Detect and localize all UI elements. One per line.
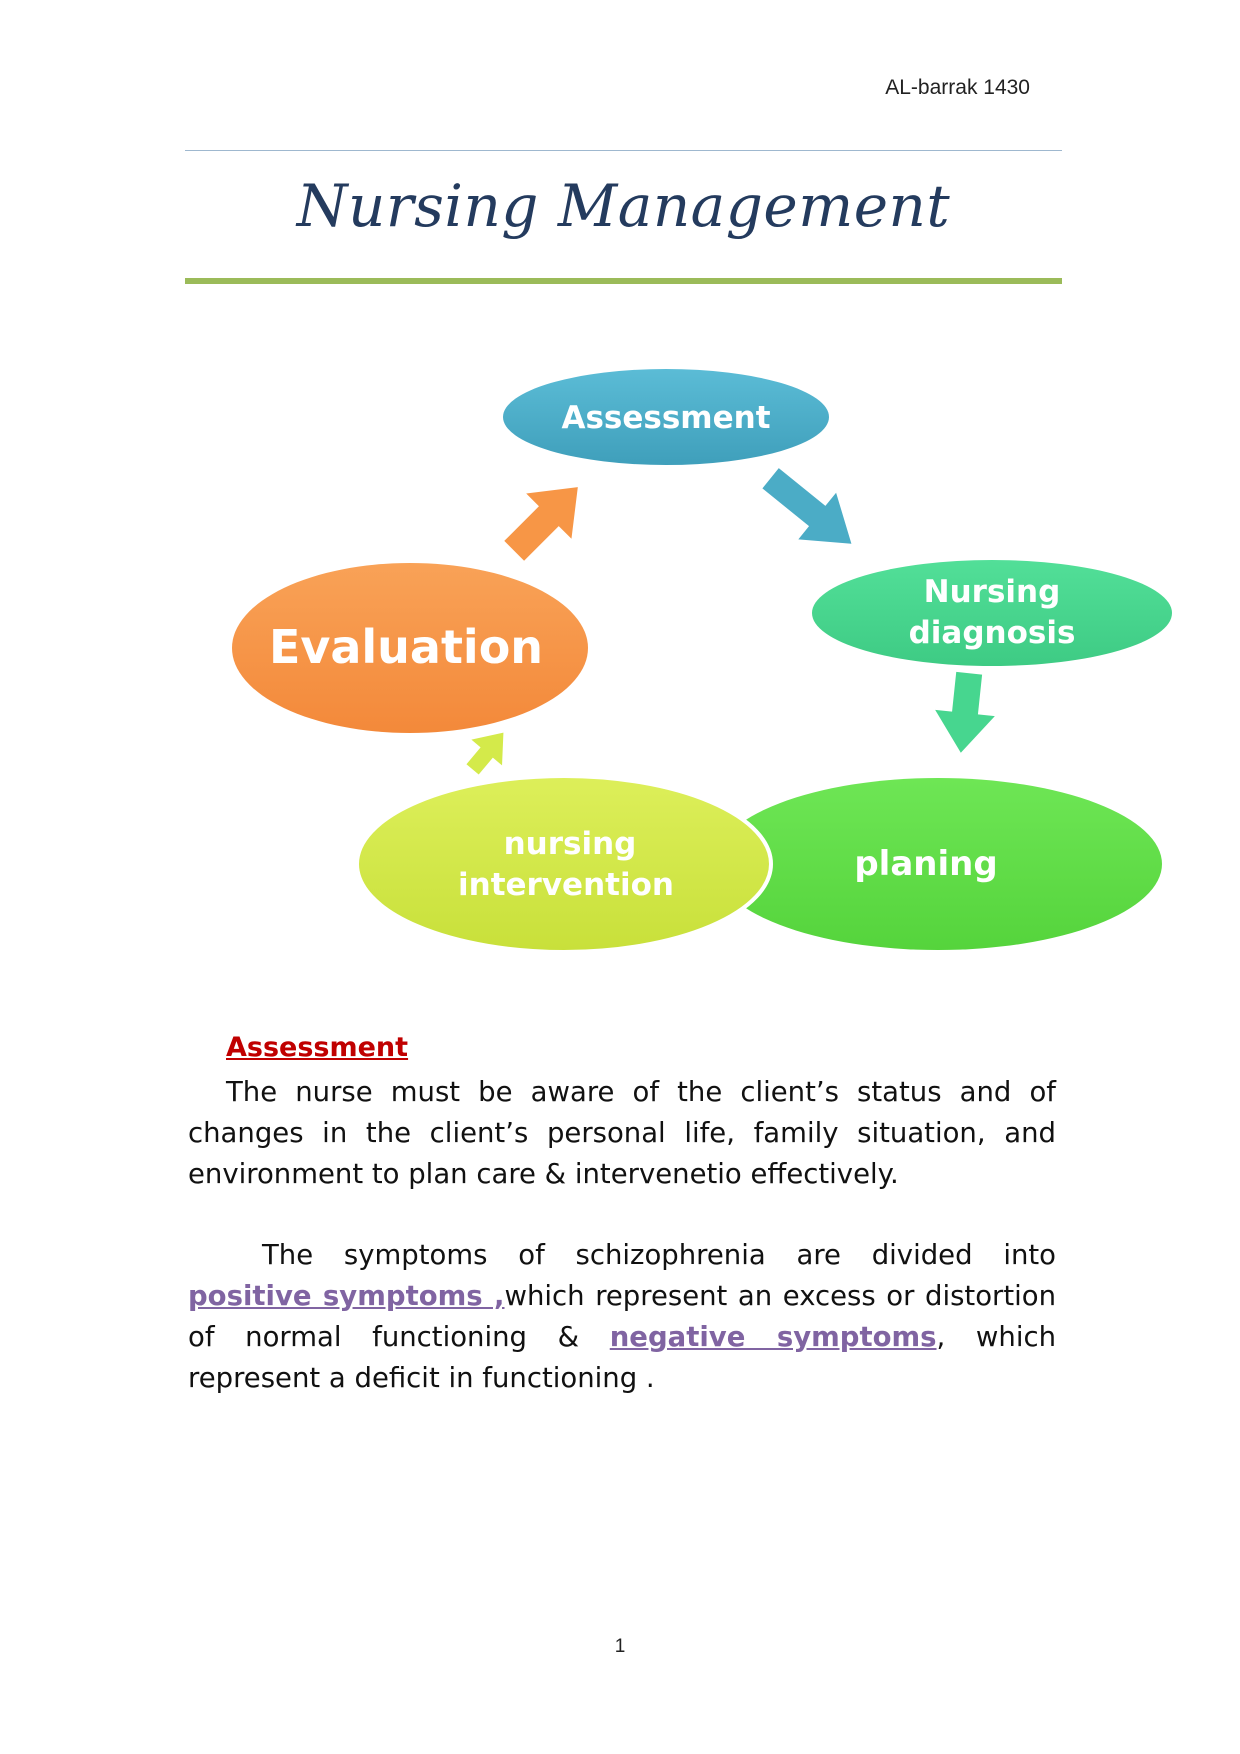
arrow-evaluation-to-assessment-shape — [504, 487, 578, 561]
node-nursing-intervention: nursing intervention — [355, 774, 773, 954]
node-evaluation: Evaluation — [232, 563, 588, 733]
symptoms-paragraph-text-2: which represent an excess or distortion … — [188, 1280, 1057, 1353]
arrow-diagnosis-to-planing-shape — [935, 671, 995, 753]
node-planing-shape — [714, 778, 1162, 950]
positive-symptoms-term: positive symptoms , — [188, 1280, 505, 1312]
node-nursing-diagnosis-shape — [812, 560, 1172, 666]
node-nursing-intervention-shape — [355, 774, 773, 954]
node-nursing-intervention-label-line1: nursing — [504, 826, 637, 862]
header-divider — [185, 150, 1062, 151]
section-heading-assessment: Assessment — [226, 1032, 409, 1063]
arrow-diagnosis-to-planing — [935, 671, 995, 753]
node-assessment: Assessment — [503, 369, 829, 465]
title-underline — [185, 278, 1062, 284]
node-planing-label: planing — [854, 844, 997, 884]
arrow-evaluation-to-assessment — [504, 487, 578, 561]
node-assessment-label: Assessment — [561, 400, 770, 436]
symptoms-paragraph-text-1: The symptoms of schizophrenia are divide… — [262, 1239, 1056, 1271]
nursing-process-cycle-diagram: Assessment Nursing diagnosis planing nur… — [232, 369, 1172, 954]
node-nursing-diagnosis: Nursing diagnosis — [812, 560, 1172, 666]
arrow-assessment-to-diagnosis — [762, 468, 852, 544]
header-author-year: AL-barrak 1430 — [885, 76, 1030, 99]
page-title: Nursing Management — [296, 172, 951, 240]
page-number: 1 — [614, 1636, 626, 1657]
arrow-intervention-to-evaluation — [466, 732, 504, 775]
symptoms-paragraph-text-3: , which represent a deficit in functioni… — [188, 1321, 1057, 1394]
negative-symptoms-term: negative symptoms — [609, 1321, 937, 1353]
node-planing: planing — [714, 778, 1162, 950]
arrow-assessment-to-diagnosis-shape — [762, 468, 852, 544]
node-nursing-diagnosis-label-line2: diagnosis — [909, 615, 1076, 651]
node-assessment-shape — [503, 369, 829, 465]
symptoms-paragraph: The symptoms of schizophrenia are divide… — [188, 1235, 1056, 1399]
node-nursing-intervention-label-line2: intervention — [458, 867, 674, 903]
node-evaluation-shape — [232, 563, 588, 733]
arrow-intervention-to-evaluation-shape — [466, 732, 504, 775]
assessment-paragraph: The nurse must be aware of the client’s … — [188, 1076, 1056, 1190]
node-nursing-diagnosis-label-line1: Nursing — [924, 574, 1061, 610]
node-evaluation-label: Evaluation — [269, 620, 543, 674]
